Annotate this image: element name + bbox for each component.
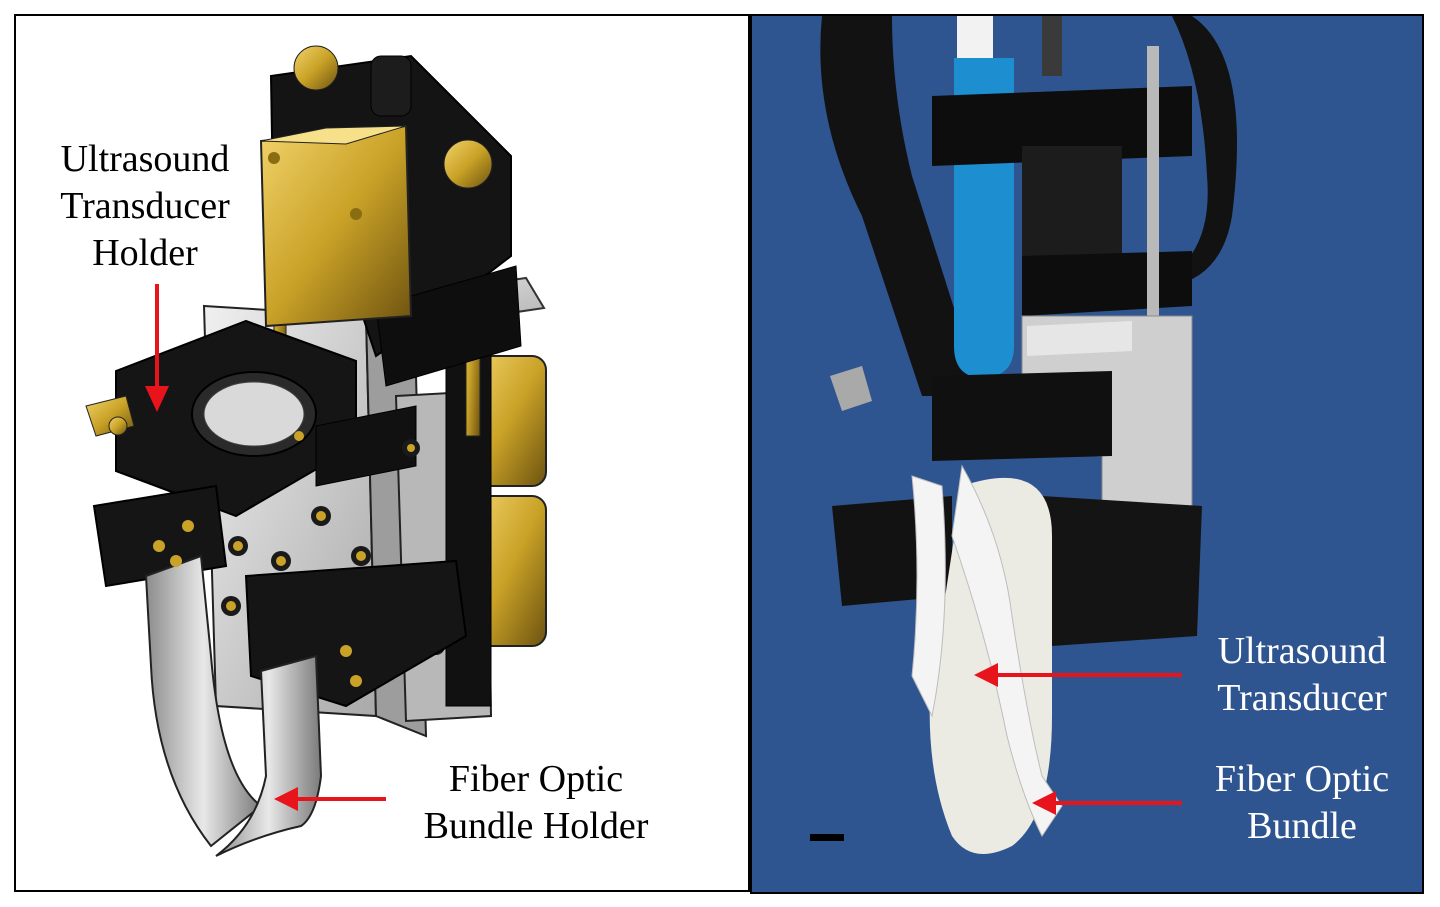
scale-bar: [810, 834, 844, 841]
brass-acorn-nut-right: [443, 139, 493, 189]
brass-insert: [182, 520, 194, 532]
brass-insert: [294, 431, 304, 441]
brass-insert: [350, 675, 362, 687]
left-arrows: [145, 284, 386, 811]
label-ultrasound-transducer-holder: Ultrasound Transducer Holder: [50, 136, 240, 277]
wing-nut-hub: [108, 416, 128, 436]
brass-insert: [170, 555, 182, 567]
label-fiber-optic-bundle: Fiber Optic Bundle: [1182, 756, 1422, 850]
arrow-head: [274, 787, 298, 811]
steel-strip-left: [144, 554, 263, 848]
label-line: Holder: [92, 232, 198, 274]
black-rail: [445, 345, 492, 707]
brass-motor-top-face: [260, 125, 407, 145]
black-cable-right: [1172, 16, 1237, 286]
lead-screw: [1042, 16, 1062, 76]
brass-acorn-nut-top: [293, 45, 339, 91]
arrow-head: [145, 386, 169, 412]
wing-nut: [830, 366, 872, 411]
label-line: Ultrasound: [1217, 630, 1387, 672]
top-knob: [370, 55, 412, 117]
aluminum-slide: [1027, 321, 1132, 356]
black-cable-left: [820, 16, 982, 396]
arrow-head: [1032, 791, 1056, 815]
transducer-holder-clamp: [315, 405, 417, 487]
fiber-optic-bundle: [951, 464, 1063, 837]
cad-rendering-panel: Ultrasound Transducer Holder Fiber Optic…: [14, 14, 750, 892]
brass-screw: [268, 152, 280, 164]
arrow-head: [974, 663, 998, 687]
label-line: Fiber Optic: [448, 758, 624, 800]
cad-assembly-drawing: [85, 45, 547, 857]
fiber-clamp-right: [1042, 496, 1202, 646]
fiber-optic-bundle-left: [911, 475, 946, 718]
top-motor-mount: [932, 86, 1192, 166]
right-arrows: [974, 663, 1182, 815]
transducer-holder-bore: [203, 381, 305, 447]
label-line: Bundle: [1247, 805, 1357, 847]
label-line: Transducer: [1217, 677, 1387, 719]
transducer-holder-clamp: [932, 371, 1112, 461]
label-fiber-optic-bundle-holder: Fiber Optic Bundle Holder: [411, 756, 661, 850]
bracket-arm: [375, 265, 522, 387]
brass-screw: [350, 208, 362, 220]
brass-insert: [153, 540, 165, 552]
label-line: Ultrasound: [60, 138, 230, 180]
label-line: Transducer: [60, 185, 230, 227]
label-ultrasound-transducer: Ultrasound Transducer: [1182, 628, 1422, 722]
label-line: Fiber Optic: [1214, 758, 1390, 800]
photo-panel: Ultrasound Transducer Fiber Optic Bundle: [750, 14, 1424, 894]
brass-insert: [340, 645, 352, 657]
device-photo: [810, 16, 1237, 854]
label-line: Bundle Holder: [423, 805, 649, 847]
